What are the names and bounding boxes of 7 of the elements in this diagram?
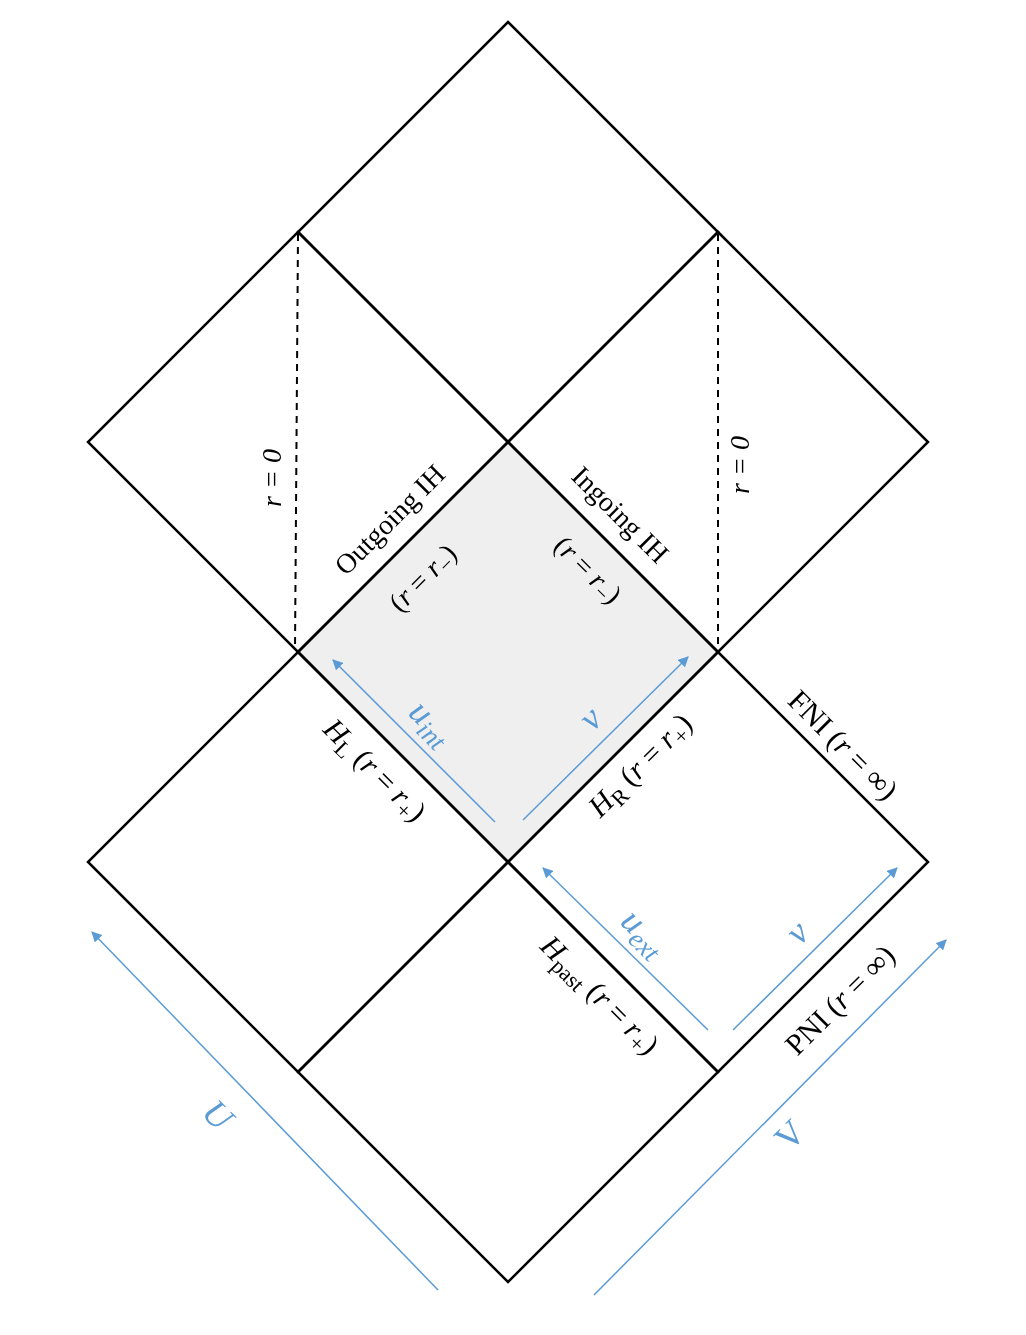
coordinate-label: V — [768, 1113, 812, 1157]
boundary-label: r = 0 — [258, 449, 286, 507]
coordinate-label: U — [196, 1093, 240, 1137]
coordinate-label: v — [778, 913, 816, 951]
coordinate-label: v — [571, 699, 609, 737]
boundary-label: r = 0 — [726, 436, 754, 494]
boundary-label: FNI (r = ∞) — [782, 684, 904, 806]
